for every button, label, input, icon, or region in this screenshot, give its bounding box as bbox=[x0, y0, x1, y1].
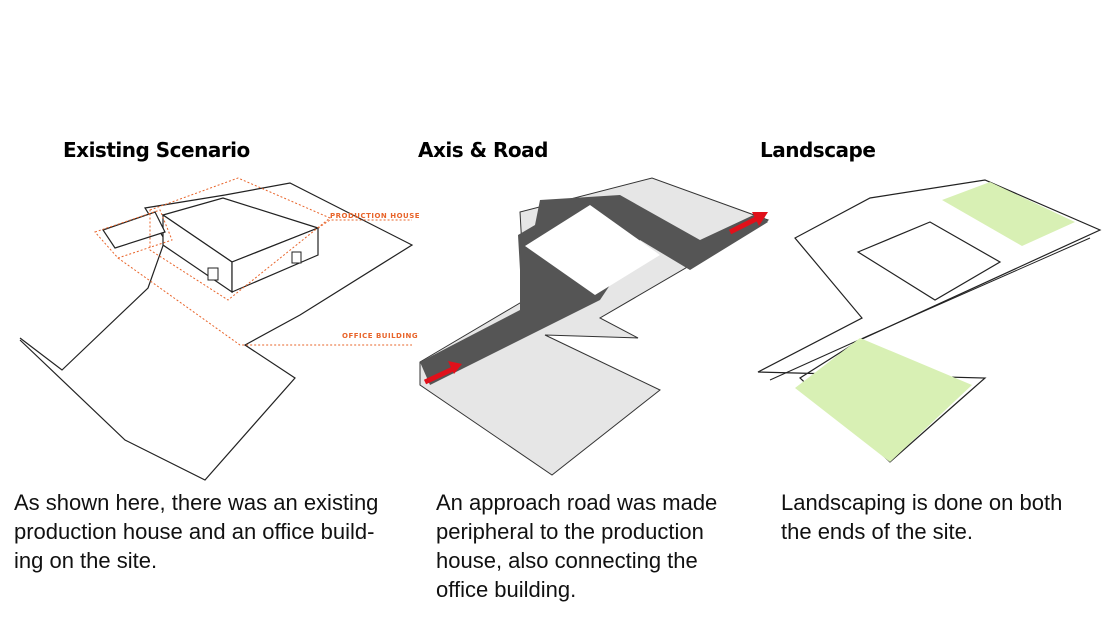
landscape-diagram bbox=[757, 179, 1102, 463]
production-house-label: PRODUCTION HOUSE bbox=[330, 212, 420, 220]
axis-road-diagram bbox=[419, 177, 770, 476]
landscape-area-top bbox=[942, 182, 1075, 246]
production-house-side bbox=[231, 227, 319, 293]
inner-path bbox=[769, 237, 1091, 381]
site-outline bbox=[19, 182, 414, 481]
office-building-slab bbox=[102, 211, 166, 249]
panel-3-caption: Landscaping is done on both the ends of … bbox=[781, 490, 1063, 544]
door-2 bbox=[291, 251, 302, 264]
door-1 bbox=[207, 267, 219, 281]
production-house-footprint bbox=[525, 205, 660, 295]
panel-1-heading: Existing Scenario bbox=[63, 138, 250, 162]
production-house-footprint bbox=[856, 221, 1002, 301]
office-building-leader bbox=[117, 257, 412, 346]
panel-1-caption: As shown here, there was an existing pro… bbox=[14, 490, 379, 573]
production-house-leader bbox=[317, 219, 412, 229]
production-house-outline bbox=[149, 177, 331, 301]
entry-arrow bbox=[423, 361, 462, 385]
office-building-label: OFFICE BUILDING bbox=[342, 332, 418, 340]
panel-3-heading: Landscape bbox=[760, 138, 876, 162]
landscape-area-bottom bbox=[795, 338, 972, 462]
office-building-outline bbox=[94, 209, 173, 259]
exit-arrow bbox=[728, 212, 768, 235]
existing-scenario-diagram: PRODUCTION HOUSE OFFICE BUILDING bbox=[19, 177, 420, 481]
panel-2-caption: An approach road was made peripheral to … bbox=[436, 490, 718, 602]
site-outline bbox=[757, 179, 1102, 463]
panel-2-heading: Axis & Road bbox=[418, 138, 548, 162]
